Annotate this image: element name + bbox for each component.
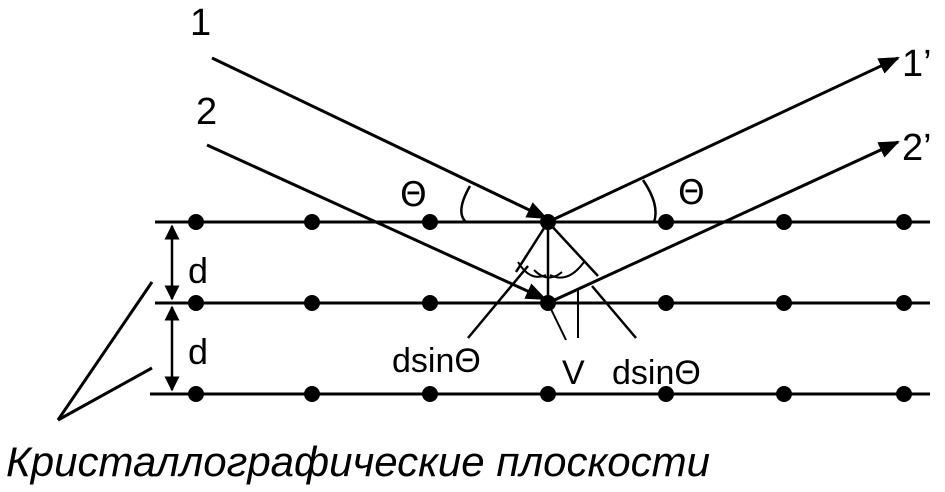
- incident-ray-2: [206, 143, 547, 301]
- label-angle-right: Θ: [678, 173, 705, 213]
- small-arc-mid: [533, 269, 563, 279]
- atom-plane-3-4: [540, 386, 556, 402]
- label-ray-out-1: 1’: [902, 43, 932, 85]
- atom-plane-2-7: [896, 295, 912, 311]
- incident-ray-1: [211, 56, 548, 220]
- caption-crystal-planes: Кристаллографические плоскости: [6, 438, 710, 485]
- atom-plane-2-6: [776, 295, 792, 311]
- label-spacing-top: d: [188, 250, 208, 291]
- atom-plane-2-3: [422, 295, 438, 311]
- pointer-left: [467, 265, 529, 339]
- label-angle-left: Θ: [400, 175, 427, 215]
- perpendicular-left: [514, 221, 550, 273]
- caption-pointer-lower: [57, 366, 153, 422]
- small-arc-right: [549, 261, 585, 279]
- atom-plane-3-5: [658, 386, 674, 402]
- label-ray-out-2: 2’: [902, 127, 932, 169]
- lattice-atoms: [188, 214, 912, 402]
- label-ray-in-1: 1: [190, 2, 211, 44]
- caption-pointer-upper: [56, 281, 154, 421]
- atom-plane-2-2: [304, 295, 320, 311]
- atom-plane-3-3: [422, 386, 438, 402]
- atom-plane-1-6: [776, 214, 792, 230]
- label-path-left: dsinΘ: [392, 342, 481, 380]
- reflected-ray-1: [547, 56, 900, 224]
- label-ray-in-2: 2: [196, 91, 217, 133]
- v-line-left: [547, 302, 567, 341]
- atom-plane-2-1: [188, 295, 204, 311]
- atom-plane-3-1: [188, 386, 204, 402]
- reflected-ray-2: [547, 140, 900, 305]
- label-path-mid: V: [562, 354, 585, 392]
- atom-plane-1-5: [658, 214, 674, 230]
- angle-arc-right: [641, 179, 657, 223]
- atom-plane-1-2: [304, 214, 320, 230]
- atom-plane-1-3: [422, 214, 438, 230]
- perpendicular-right: [547, 221, 599, 277]
- atom-plane-2-5: [658, 295, 674, 311]
- atom-plane-1-7: [896, 214, 912, 230]
- angle-arc-left: [460, 185, 472, 223]
- atom-plane-3-7: [896, 386, 912, 402]
- atom-plane-3-6: [776, 386, 792, 402]
- label-path-right: dsinΘ: [612, 354, 701, 392]
- atom-plane-3-2: [304, 386, 320, 402]
- atom-plane-1-1: [188, 214, 204, 230]
- pointer-right: [591, 285, 637, 339]
- label-spacing-bottom: d: [188, 331, 208, 372]
